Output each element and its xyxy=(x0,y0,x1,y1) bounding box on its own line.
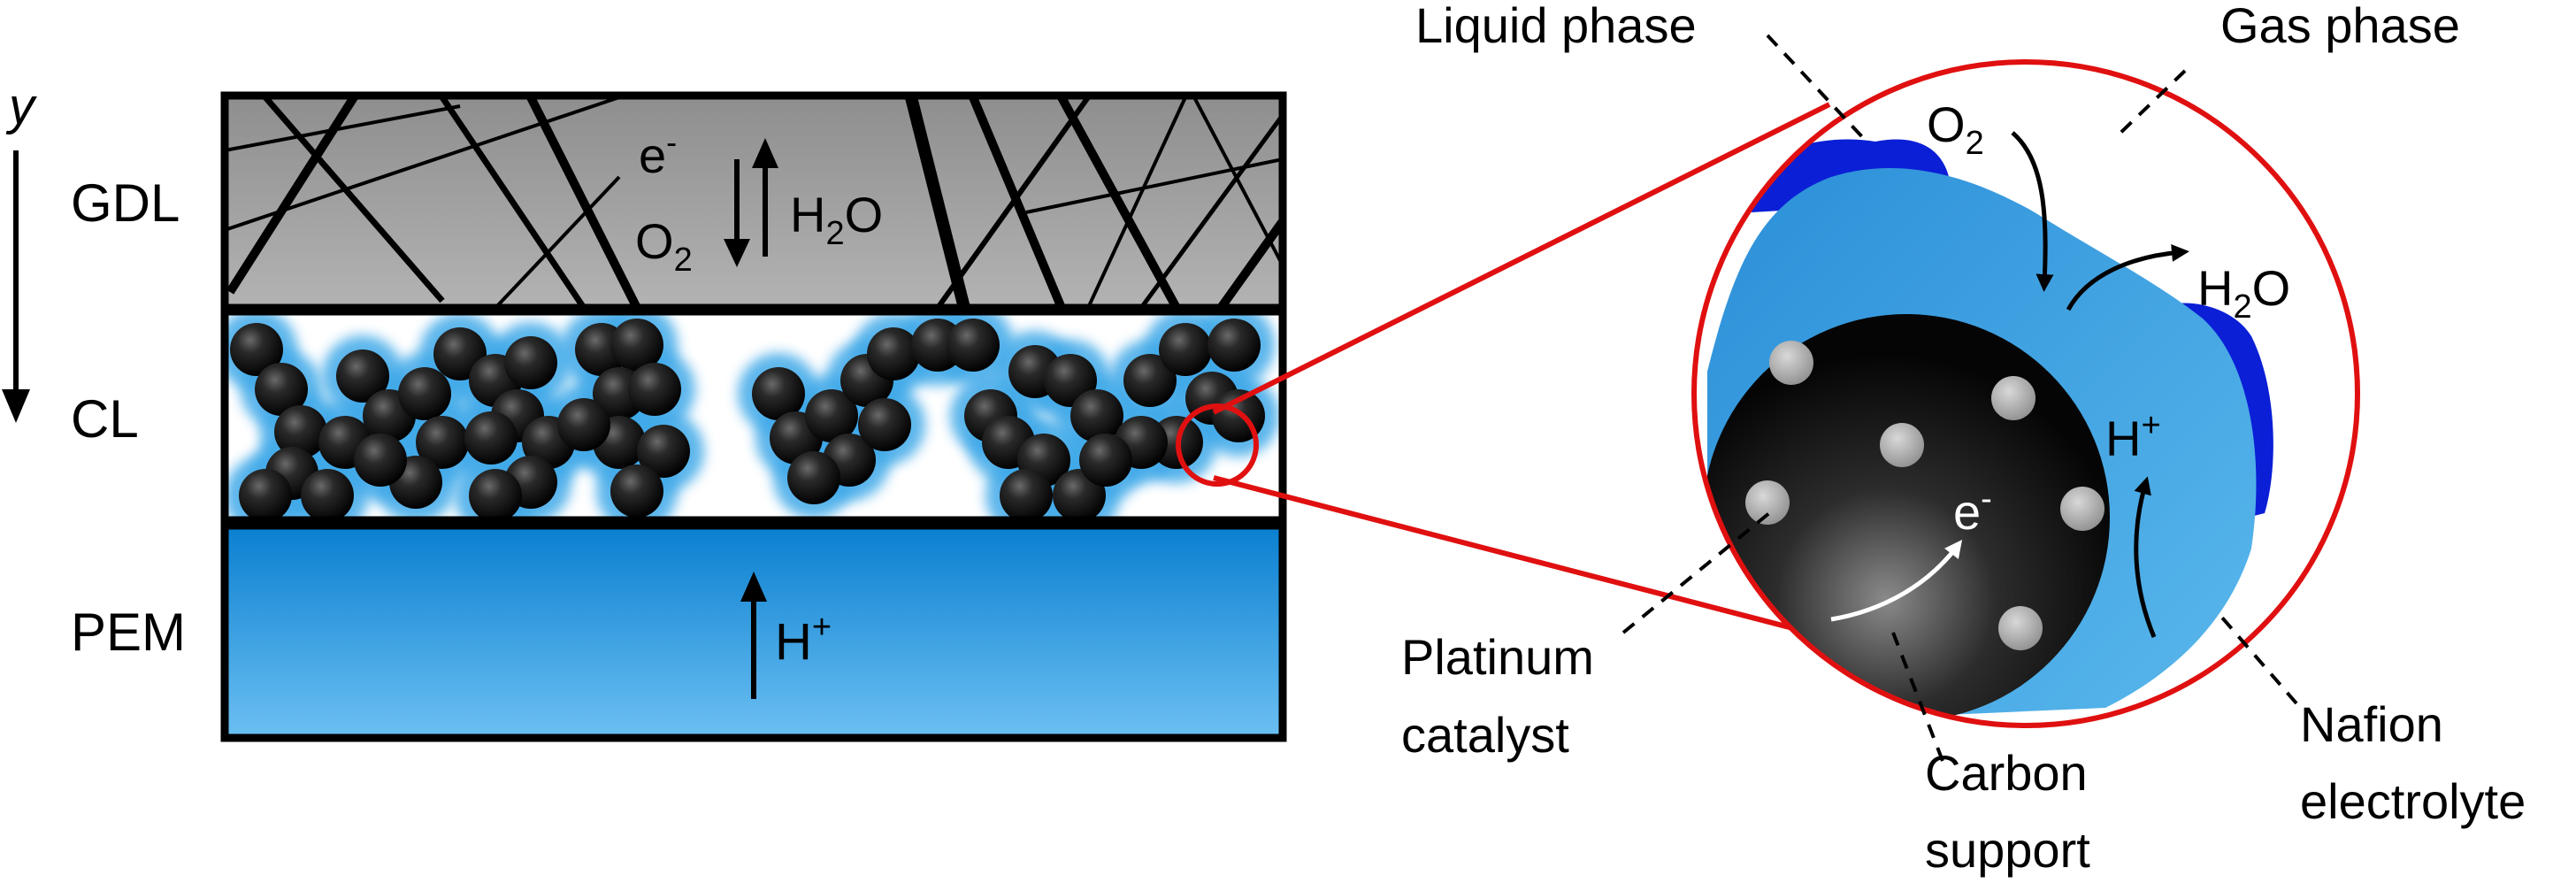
catalyst-agglomerates xyxy=(225,311,1279,520)
zoom-circle-border xyxy=(1691,59,2360,728)
platinum-label-line2: catalyst xyxy=(1401,707,1569,763)
zoom-e-minus-label: e xyxy=(1953,484,1981,540)
platinum-label-line1: Platinum xyxy=(1401,629,1594,685)
up-arrow-icon xyxy=(740,572,767,602)
oxygen-label: O xyxy=(635,213,674,269)
carbon-particle xyxy=(947,319,1000,372)
svg-text:H+: H+ xyxy=(2105,407,2161,466)
carbon-particle xyxy=(1070,389,1123,442)
carbon-particle xyxy=(301,469,354,520)
svg-text:O2: O2 xyxy=(1927,96,1984,162)
svg-text:H+: H+ xyxy=(775,609,832,671)
gdl-fibers xyxy=(225,96,1283,308)
proton-label: H xyxy=(775,613,812,671)
y-axis: y xyxy=(2,78,37,423)
carbon-particle xyxy=(398,367,451,420)
zoom-o2-label: O xyxy=(1927,96,1966,152)
y-axis-label: y xyxy=(5,78,37,135)
svg-text:e-: e- xyxy=(1953,480,1992,540)
carbon-particle xyxy=(504,336,557,389)
carbon-particle xyxy=(464,411,518,465)
electron-label: e xyxy=(639,127,666,183)
gdl-label: GDL xyxy=(71,173,180,233)
carbon-particle xyxy=(787,451,840,504)
carbon-particle xyxy=(255,363,308,416)
svg-text:e-: e- xyxy=(639,124,677,183)
carbon-particle xyxy=(610,465,663,518)
carbon-particle xyxy=(1123,354,1177,407)
carbon-particle xyxy=(1208,319,1261,372)
callout-leaders xyxy=(1622,34,2298,762)
carbon-particle xyxy=(858,398,911,451)
carbon-particle xyxy=(1159,323,1212,376)
carbon-particle xyxy=(637,425,690,478)
pem-layer: H+ xyxy=(220,521,1287,742)
down-arrow-icon xyxy=(724,239,750,267)
carbon-particle xyxy=(610,319,663,372)
carbon-label-line1: Carbon xyxy=(1925,745,2088,801)
carbon-particle xyxy=(752,367,805,420)
carbon-particle xyxy=(416,416,469,469)
platinum-particles xyxy=(1745,341,2104,650)
zoom-source-circle xyxy=(1176,403,1259,487)
carbon-label-line2: support xyxy=(1925,822,2090,878)
cl-layer xyxy=(220,307,1287,525)
svg-text:H2O: H2O xyxy=(2197,260,2290,326)
carbon-particle xyxy=(230,323,283,376)
zoom-view: O2 H2O H+ e- Liquid phase Gas phase Plat… xyxy=(1401,0,2526,878)
liquid-phase-label: Liquid phase xyxy=(1415,0,1697,53)
up-arrow-icon xyxy=(752,138,778,168)
carbon-particle xyxy=(354,434,407,487)
cl-label: CL xyxy=(71,389,139,449)
water-label: H xyxy=(790,187,825,242)
svg-text:H2O: H2O xyxy=(790,187,883,252)
gdl-layer xyxy=(220,91,1287,312)
svg-text:O2: O2 xyxy=(635,213,693,279)
carbon-particle xyxy=(274,405,327,458)
pem-label: PEM xyxy=(71,603,186,662)
carbon-particle xyxy=(628,363,681,416)
carbon-particle xyxy=(557,398,610,451)
carbon-particle xyxy=(867,327,920,380)
carbon-particle xyxy=(805,389,858,442)
carbon-particle xyxy=(1000,469,1053,520)
carbon-particle xyxy=(336,349,389,403)
down-arrow-icon xyxy=(2,389,30,423)
gas-phase-label: Gas phase xyxy=(2220,0,2460,53)
gdl-transport: e- O2 H2O xyxy=(635,124,883,279)
zoom-h2o-label: H xyxy=(2197,260,2233,316)
zoom-h-plus-label: H xyxy=(2105,411,2141,466)
carbon-particle xyxy=(239,469,292,520)
carbon-particle xyxy=(1079,434,1132,487)
nafion-label-line2: electrolyte xyxy=(2300,773,2526,829)
nafion-label-line1: Nafion xyxy=(2300,696,2443,752)
carbon-particle xyxy=(469,469,522,520)
